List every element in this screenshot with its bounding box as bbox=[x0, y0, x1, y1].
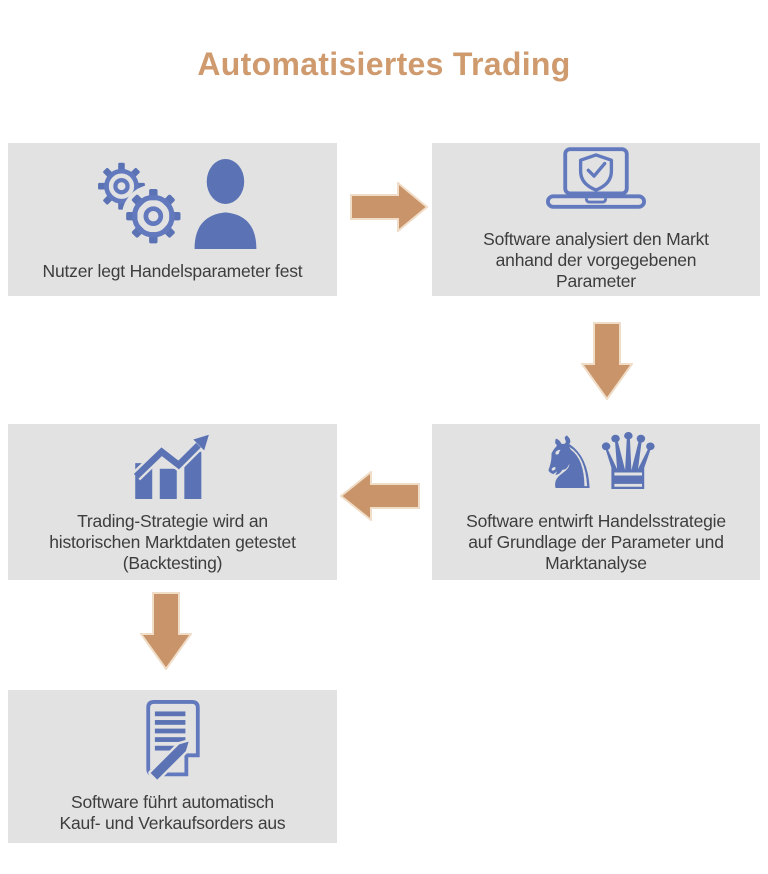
gears-user-graphic bbox=[97, 159, 256, 249]
chess-strategy-icon: ♞♛ bbox=[536, 417, 663, 508]
gears-user-icon bbox=[84, 157, 262, 251]
arrow-right-icon bbox=[350, 182, 428, 232]
step-text-strategy-design: Software entwirft Handelsstrategie auf G… bbox=[466, 510, 726, 573]
bar-chart-growth-graphic bbox=[132, 434, 209, 499]
laptop-shield-icon bbox=[546, 147, 646, 209]
large-gear-icon bbox=[121, 184, 185, 248]
step-text-backtesting: Trading-Strategie wird an historischen M… bbox=[49, 510, 296, 573]
trend-arrowhead bbox=[192, 434, 209, 450]
step-text-set-parameters: Nutzer legt Handelsparameter fest bbox=[42, 261, 303, 281]
check-icon bbox=[586, 161, 607, 178]
step-box-set-parameters: Nutzer legt Handelsparameter fest bbox=[8, 143, 337, 296]
step-box-backtesting: Trading-Strategie wird an historischen M… bbox=[8, 424, 337, 580]
step-box-strategy-design: ♞♛ Software entwirft Handelsstrategie au… bbox=[432, 424, 760, 580]
step-text-market-analysis: Software analysiert den Markt anhand der… bbox=[483, 229, 709, 291]
arrow-down-icon bbox=[581, 322, 633, 400]
step-text-order-execution: Software führt automatisch Kauf- und Ver… bbox=[59, 791, 286, 833]
pencil-icon bbox=[150, 741, 189, 780]
page-title: Automatisiertes Trading bbox=[197, 46, 571, 82]
bar-chart-growth-icon bbox=[132, 431, 213, 499]
document-pencil-icon bbox=[142, 699, 204, 782]
step-box-market-analysis: Software analysiert den Markt anhand der… bbox=[432, 143, 760, 296]
document-pencil-graphic bbox=[145, 699, 200, 782]
arrow-down-icon bbox=[140, 592, 192, 670]
user-icon bbox=[194, 159, 256, 249]
chess-queen-icon: ♛ bbox=[593, 417, 663, 508]
shield-icon bbox=[578, 153, 614, 192]
arrow-left-icon bbox=[340, 471, 420, 521]
chess-knight-icon: ♞ bbox=[536, 420, 601, 505]
laptop-shield-graphic bbox=[546, 147, 646, 209]
step-box-order-execution: Software führt automatisch Kauf- und Ver… bbox=[8, 690, 337, 843]
